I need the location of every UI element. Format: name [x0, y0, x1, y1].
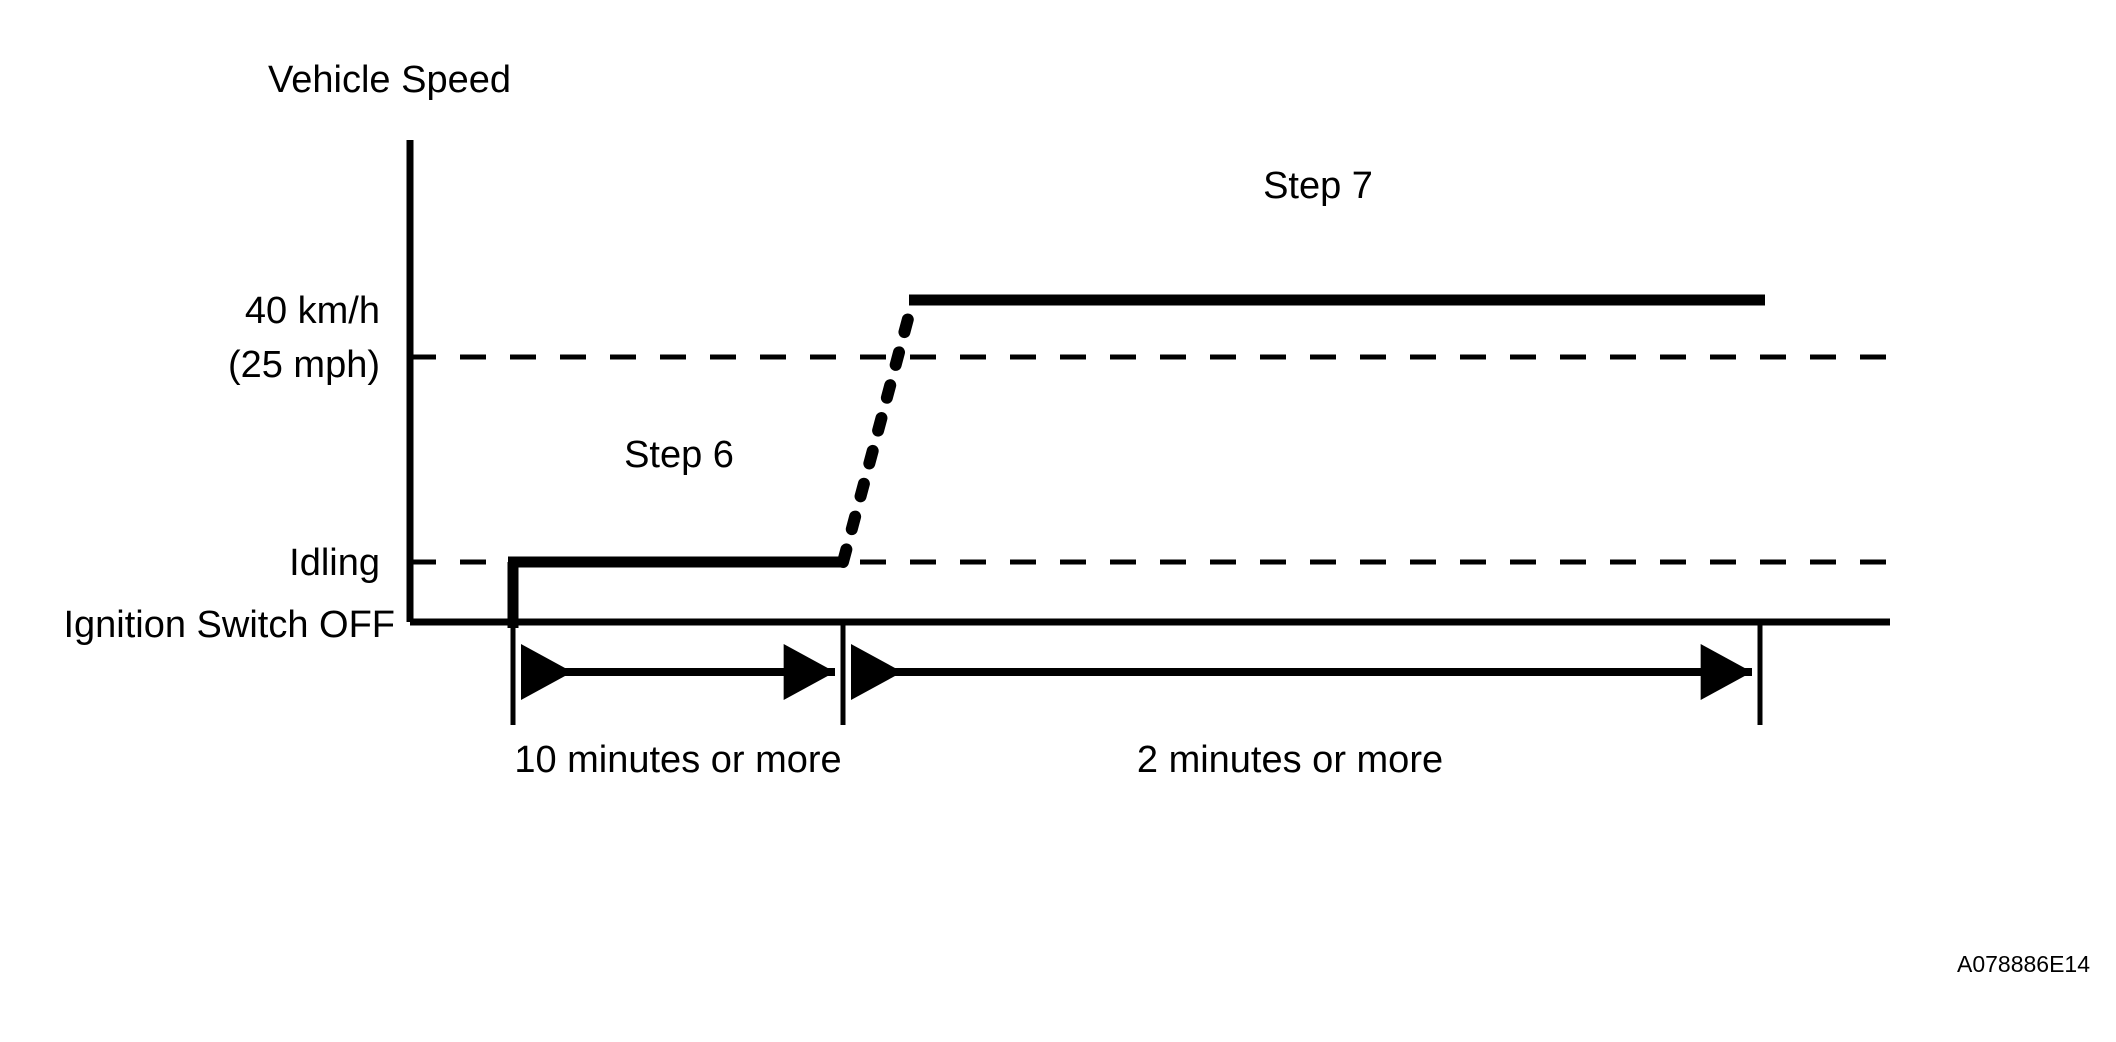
baseline-label-ignition-switch-off: Ignition Switch OFF: [63, 604, 395, 646]
figure-reference-code: A078886E14: [1957, 951, 2090, 977]
axes-group: [406, 140, 1890, 626]
dimension-label-duration-1: 10 minutes or more: [514, 739, 841, 781]
dimension-extension-lines: [510, 622, 1763, 725]
y-tick-label-40kmh-line1: 40 km/h: [245, 290, 380, 332]
labels-group: Vehicle Speed 40 km/h (25 mph) Idling Ig…: [63, 59, 2090, 977]
annotation-step-7: Step 7: [1263, 165, 1373, 207]
trace-acceleration-ramp: [837, 294, 919, 568]
annotation-step-6: Step 6: [624, 434, 734, 476]
speed-trace-group: [507, 294, 1765, 628]
y-tick-label-idling: Idling: [289, 542, 380, 584]
dimension-label-duration-2: 2 minutes or more: [1137, 739, 1443, 781]
y-axis-title: Vehicle Speed: [268, 59, 511, 101]
y-tick-label-40kmh-line2: (25 mph): [228, 344, 380, 386]
